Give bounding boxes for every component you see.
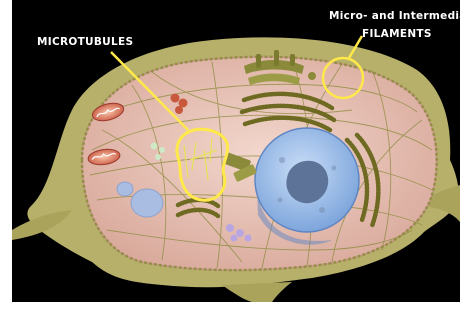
filaments-label-line1: Micro- and Intermedia (329, 10, 460, 22)
vacuole-large (131, 189, 163, 217)
matrix-protrusion-bottom (222, 282, 292, 302)
vacuole-small (117, 182, 133, 196)
diagram-frame: MICROTUBULES Micro- and Intermedia FILAM… (12, 0, 460, 302)
microtubules-label: MICROTUBULES (37, 36, 133, 48)
filaments-label-line2: FILAMENTS (362, 28, 432, 40)
